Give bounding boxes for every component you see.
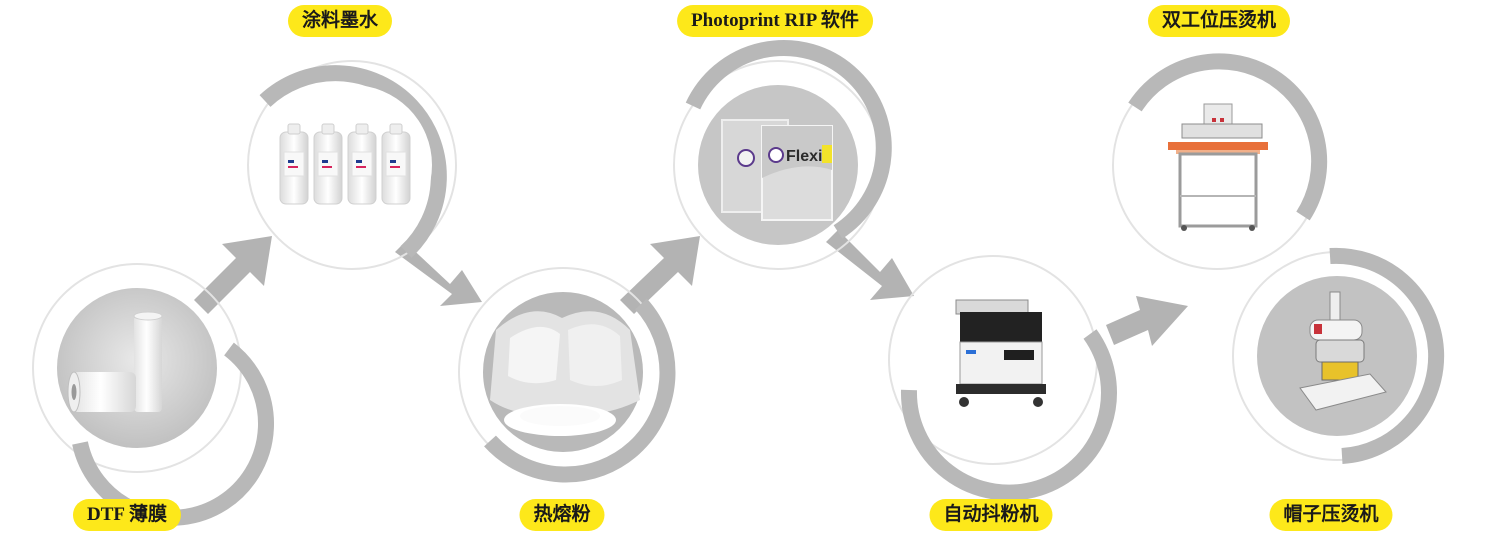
step-label-pigment-ink: 涂料墨水 <box>287 5 393 37</box>
double-station-heat-press-icon <box>1168 103 1268 231</box>
powder-shaker-machine-icon <box>955 299 1046 407</box>
step-powder-shaker <box>888 255 1117 501</box>
ring-arc <box>900 329 1117 501</box>
arrow-rip-to-shaker <box>826 230 914 300</box>
step-label-hot-melt-powder: 热熔粉 <box>519 499 605 531</box>
step-rip-software: Flexi <box>673 40 892 270</box>
step-label-dtf-film: DTF 薄膜 <box>72 499 182 531</box>
step-double-station-press <box>1112 53 1328 270</box>
powder-bag-icon <box>490 311 640 436</box>
ring-arc <box>685 40 892 239</box>
step-hot-melt-powder <box>458 267 676 483</box>
ring-arc <box>259 65 447 258</box>
step-cap-heat-press <box>1232 247 1445 464</box>
ink-bottles-icon <box>279 123 411 205</box>
ring-arc <box>72 342 274 526</box>
arrow-powder-to-rip <box>620 236 700 314</box>
rip-brand-text: Flexi <box>786 148 822 165</box>
step-label-cap-heat-press: 帽子压烫机 <box>1269 499 1393 531</box>
step-dtf-film <box>32 263 274 526</box>
rip-software-box-icon: Flexi <box>721 119 833 221</box>
arrow-film-to-ink <box>194 236 272 314</box>
cap-heat-press-icon <box>1299 291 1387 411</box>
film-roll-icon <box>67 311 163 413</box>
ring-arc <box>1128 53 1328 221</box>
arrow-shaker-to-press <box>1106 296 1188 346</box>
arrow-ink-to-powder <box>395 242 482 306</box>
ring-arc <box>484 298 676 483</box>
ring-arc <box>1329 247 1445 464</box>
step-pigment-ink <box>247 60 457 270</box>
step-label-powder-shaker: 自动抖粉机 <box>929 499 1053 531</box>
step-label-double-station-press: 双工位压烫机 <box>1147 5 1291 37</box>
step-label-rip-software: Photoprint RIP 软件 <box>677 5 873 37</box>
